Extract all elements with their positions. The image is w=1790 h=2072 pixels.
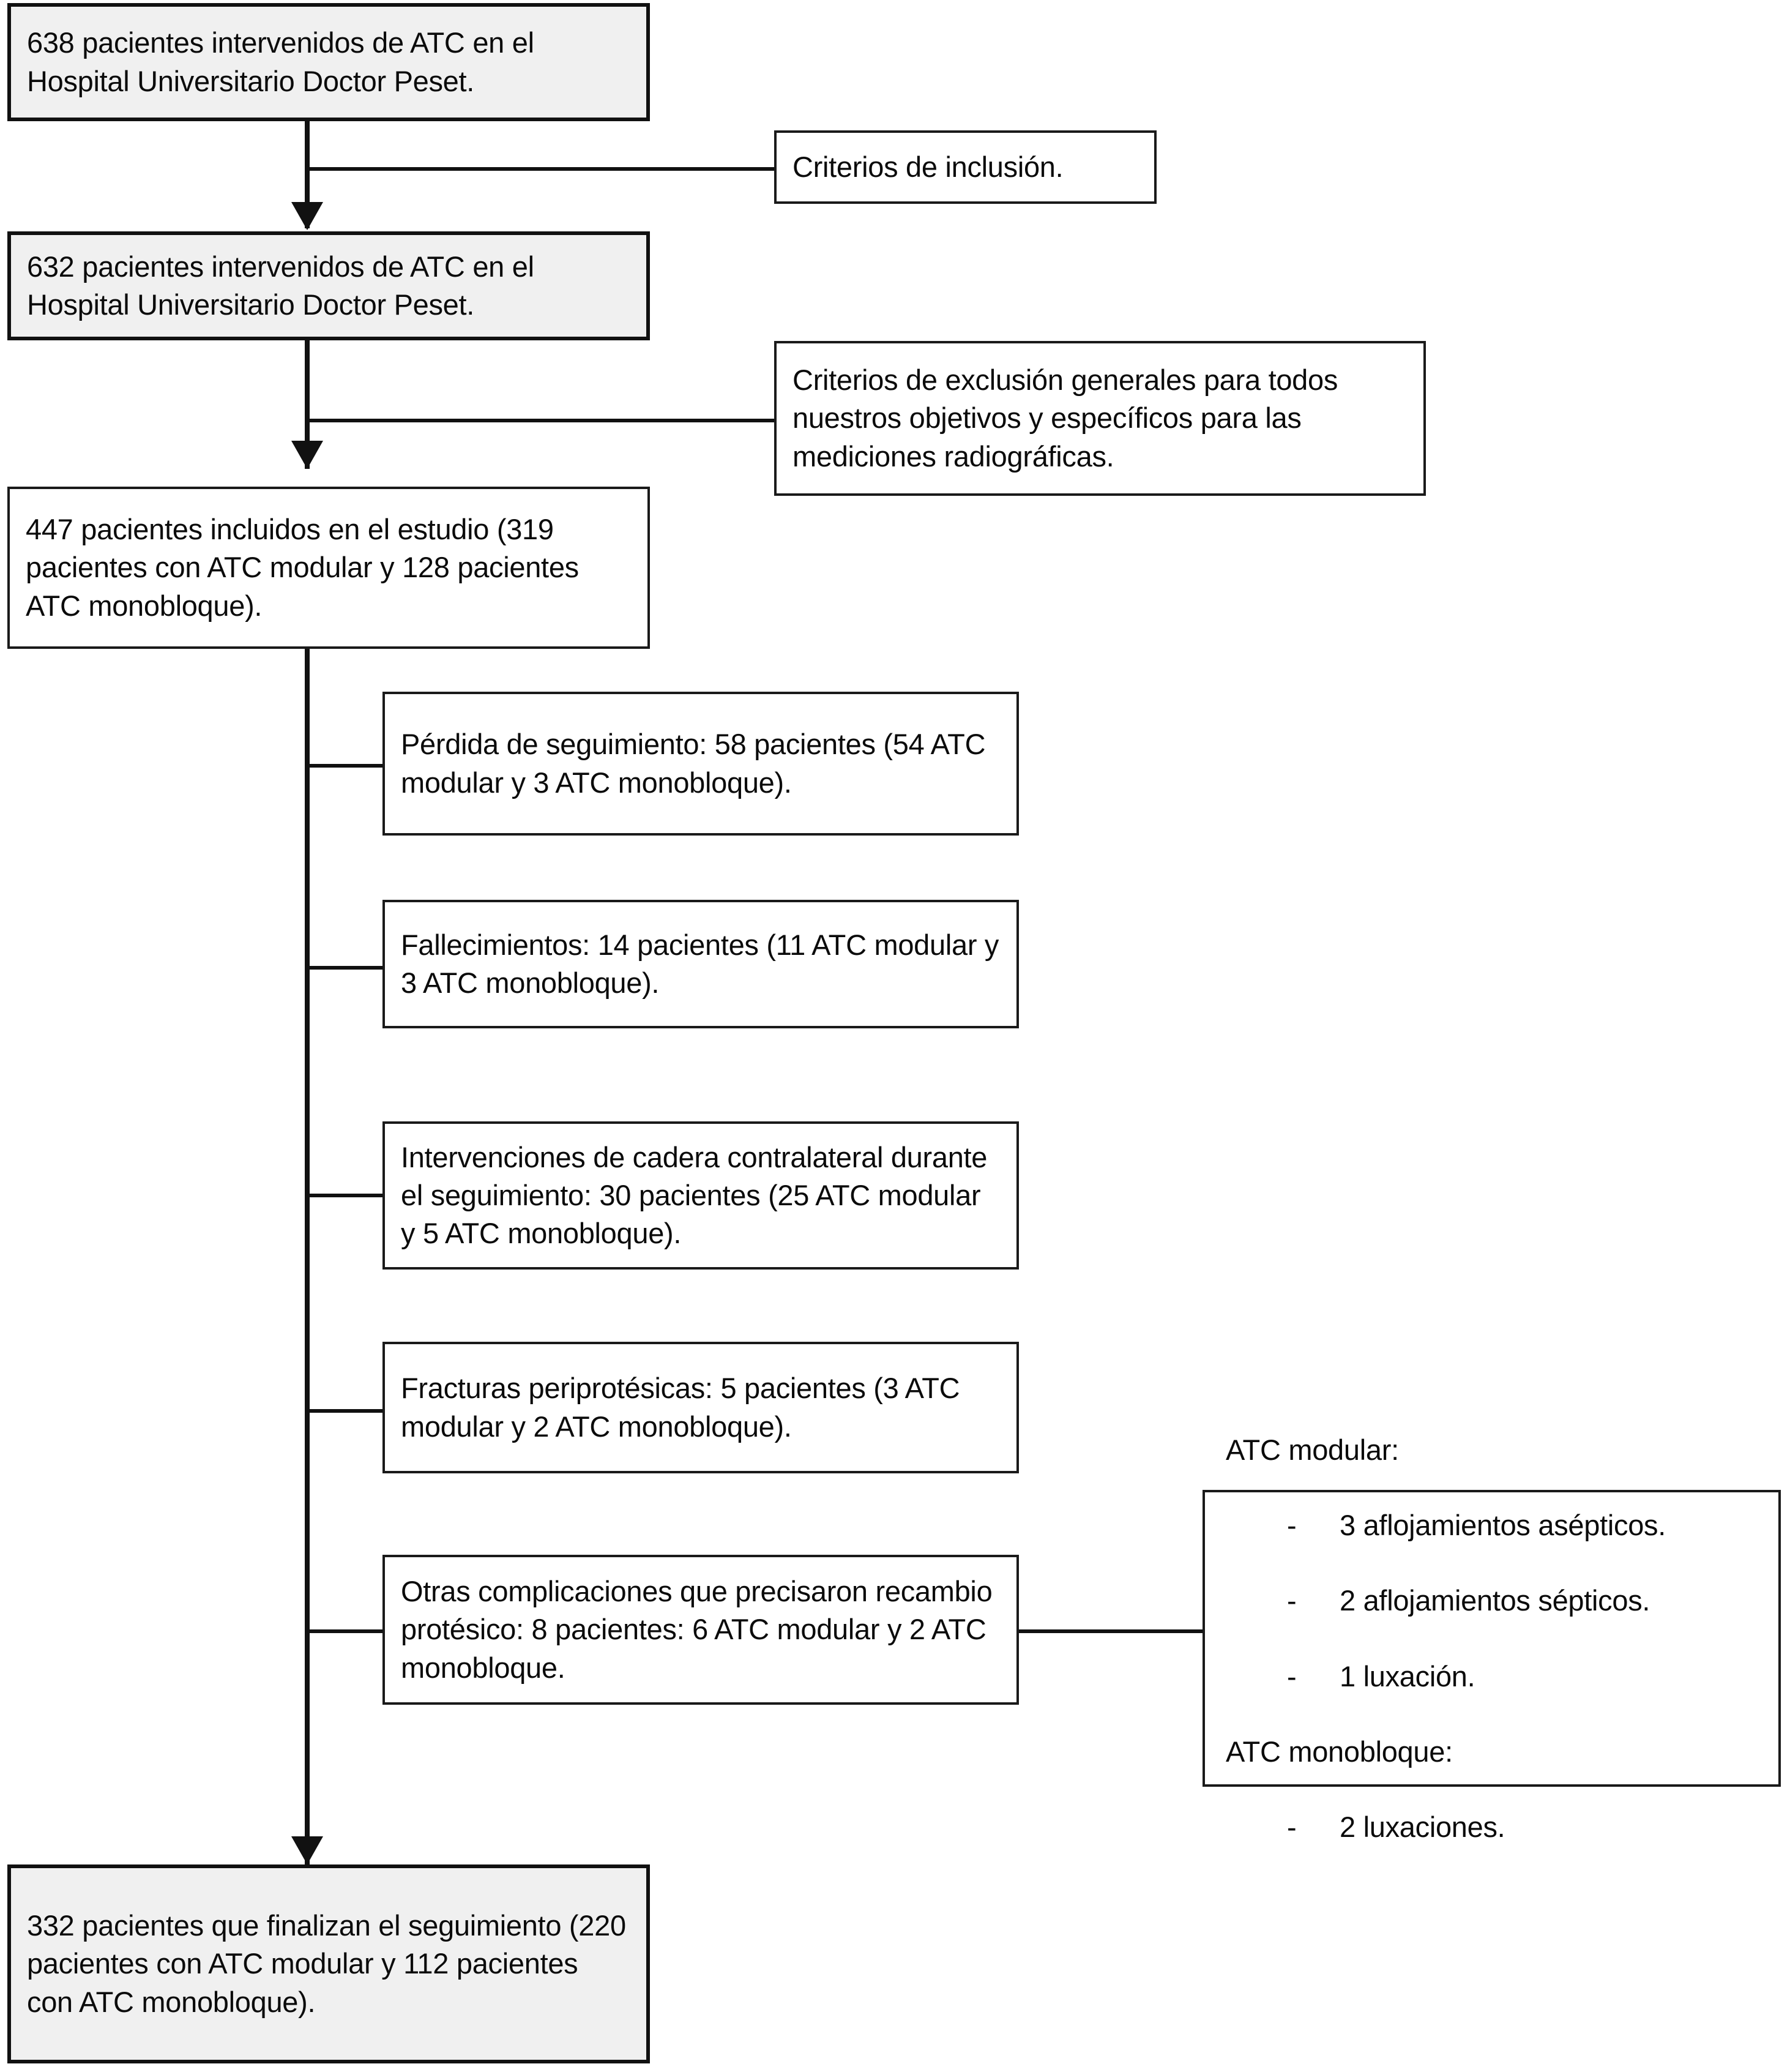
node-other-complications: Otras complicaciones que precisaron reca… bbox=[382, 1555, 1019, 1705]
node-lost-followup: Pérdida de seguimiento: 58 pacientes (54… bbox=[382, 692, 1019, 836]
connector-to-periprosthetic bbox=[305, 1409, 386, 1413]
node-other-complications-text: Otras complicaciones que precisaron reca… bbox=[401, 1575, 993, 1684]
detail-item-septic-loosening: - 2 aflojamientos sépticos. bbox=[1226, 1582, 1758, 1619]
detail-item-dislocation: - 1 luxación. bbox=[1226, 1658, 1758, 1695]
detail-item-dislocations: - 2 luxaciones. bbox=[1226, 1808, 1758, 1846]
node-lost-followup-text: Pérdida de seguimiento: 58 pacientes (54… bbox=[401, 728, 986, 799]
node-contralateral-surgery: Intervenciones de cadera contralateral d… bbox=[382, 1121, 1019, 1270]
connector-complications-to-detail bbox=[1019, 1629, 1206, 1633]
node-complication-detail: ATC modular: - 3 aflojamientos asépticos.… bbox=[1203, 1434, 1781, 1843]
connector-to-other-complications bbox=[305, 1629, 386, 1633]
detail-heading-monoblock: ATC monobloque: bbox=[1226, 1735, 1453, 1768]
dash-icon: - bbox=[1287, 1509, 1297, 1542]
detail-heading-modular: ATC modular: bbox=[1226, 1434, 1399, 1467]
node-exclusion-criteria-text: Criterios de exclusión generales para to… bbox=[792, 364, 1338, 473]
detail-item-dislocations-text: 2 luxaciones. bbox=[1340, 1810, 1505, 1843]
connector-eligible-to-included bbox=[305, 340, 310, 469]
connector-main-spine bbox=[305, 649, 310, 1864]
detail-item-aseptic-loosening: - 3 aflojamientos asépticos. bbox=[1226, 1506, 1758, 1544]
connector-to-contralateral bbox=[305, 1194, 386, 1197]
detail-item-septic-loosening-text: 2 aflojamientos sépticos. bbox=[1340, 1584, 1650, 1617]
node-inclusion-criteria-text: Criterios de inclusión. bbox=[792, 150, 1064, 183]
connector-to-exclusion-criteria bbox=[305, 419, 776, 422]
node-deaths: Fallecimientos: 14 pacientes (11 ATC mod… bbox=[382, 900, 1019, 1028]
connector-screened-to-eligible bbox=[305, 121, 310, 228]
node-complication-detail-list: ATC modular: - 3 aflojamientos asépticos.… bbox=[1205, 1393, 1778, 1883]
connector-to-lost-followup bbox=[305, 764, 386, 768]
node-exclusion-criteria: Criterios de exclusión generales para to… bbox=[774, 341, 1426, 496]
detail-item-dislocation-text: 1 luxación. bbox=[1340, 1659, 1475, 1692]
node-inclusion-criteria: Criterios de inclusión. bbox=[774, 130, 1157, 204]
node-completed-followup-text: 332 pacientes que finalizan el seguimien… bbox=[27, 1909, 626, 2018]
node-screened-text: 638 pacientes intervenidos de ATC en el … bbox=[27, 26, 534, 97]
node-completed-followup: 332 pacientes que finalizan el seguimien… bbox=[7, 1864, 650, 2063]
connector-to-deaths bbox=[305, 966, 386, 970]
node-contralateral-surgery-text: Intervenciones de cadera contralateral d… bbox=[401, 1140, 988, 1250]
detail-item-aseptic-loosening-text: 3 aflojamientos asépticos. bbox=[1340, 1509, 1666, 1542]
node-screened: 638 pacientes intervenidos de ATC en el … bbox=[7, 3, 650, 121]
node-eligible: 632 pacientes intervenidos de ATC en el … bbox=[7, 231, 650, 340]
dash-icon: - bbox=[1287, 1659, 1297, 1692]
node-eligible-text: 632 pacientes intervenidos de ATC en el … bbox=[27, 250, 534, 321]
dash-icon: - bbox=[1287, 1810, 1297, 1843]
arrowhead-to-completed bbox=[291, 1836, 323, 1864]
arrowhead-to-included bbox=[291, 441, 323, 469]
node-included: 447 pacientes incluidos en el estudio (3… bbox=[7, 487, 650, 649]
node-periprosthetic-fractures-text: Fracturas periprotésicas: 5 pacientes (3… bbox=[401, 1372, 960, 1443]
connector-to-inclusion-criteria bbox=[305, 167, 776, 171]
node-included-text: 447 pacientes incluidos en el estudio (3… bbox=[26, 513, 579, 622]
node-deaths-text: Fallecimientos: 14 pacientes (11 ATC mod… bbox=[401, 928, 999, 999]
dash-icon: - bbox=[1287, 1584, 1297, 1617]
arrowhead-to-eligible bbox=[291, 202, 323, 230]
node-periprosthetic-fractures: Fracturas periprotésicas: 5 pacientes (3… bbox=[382, 1342, 1019, 1473]
